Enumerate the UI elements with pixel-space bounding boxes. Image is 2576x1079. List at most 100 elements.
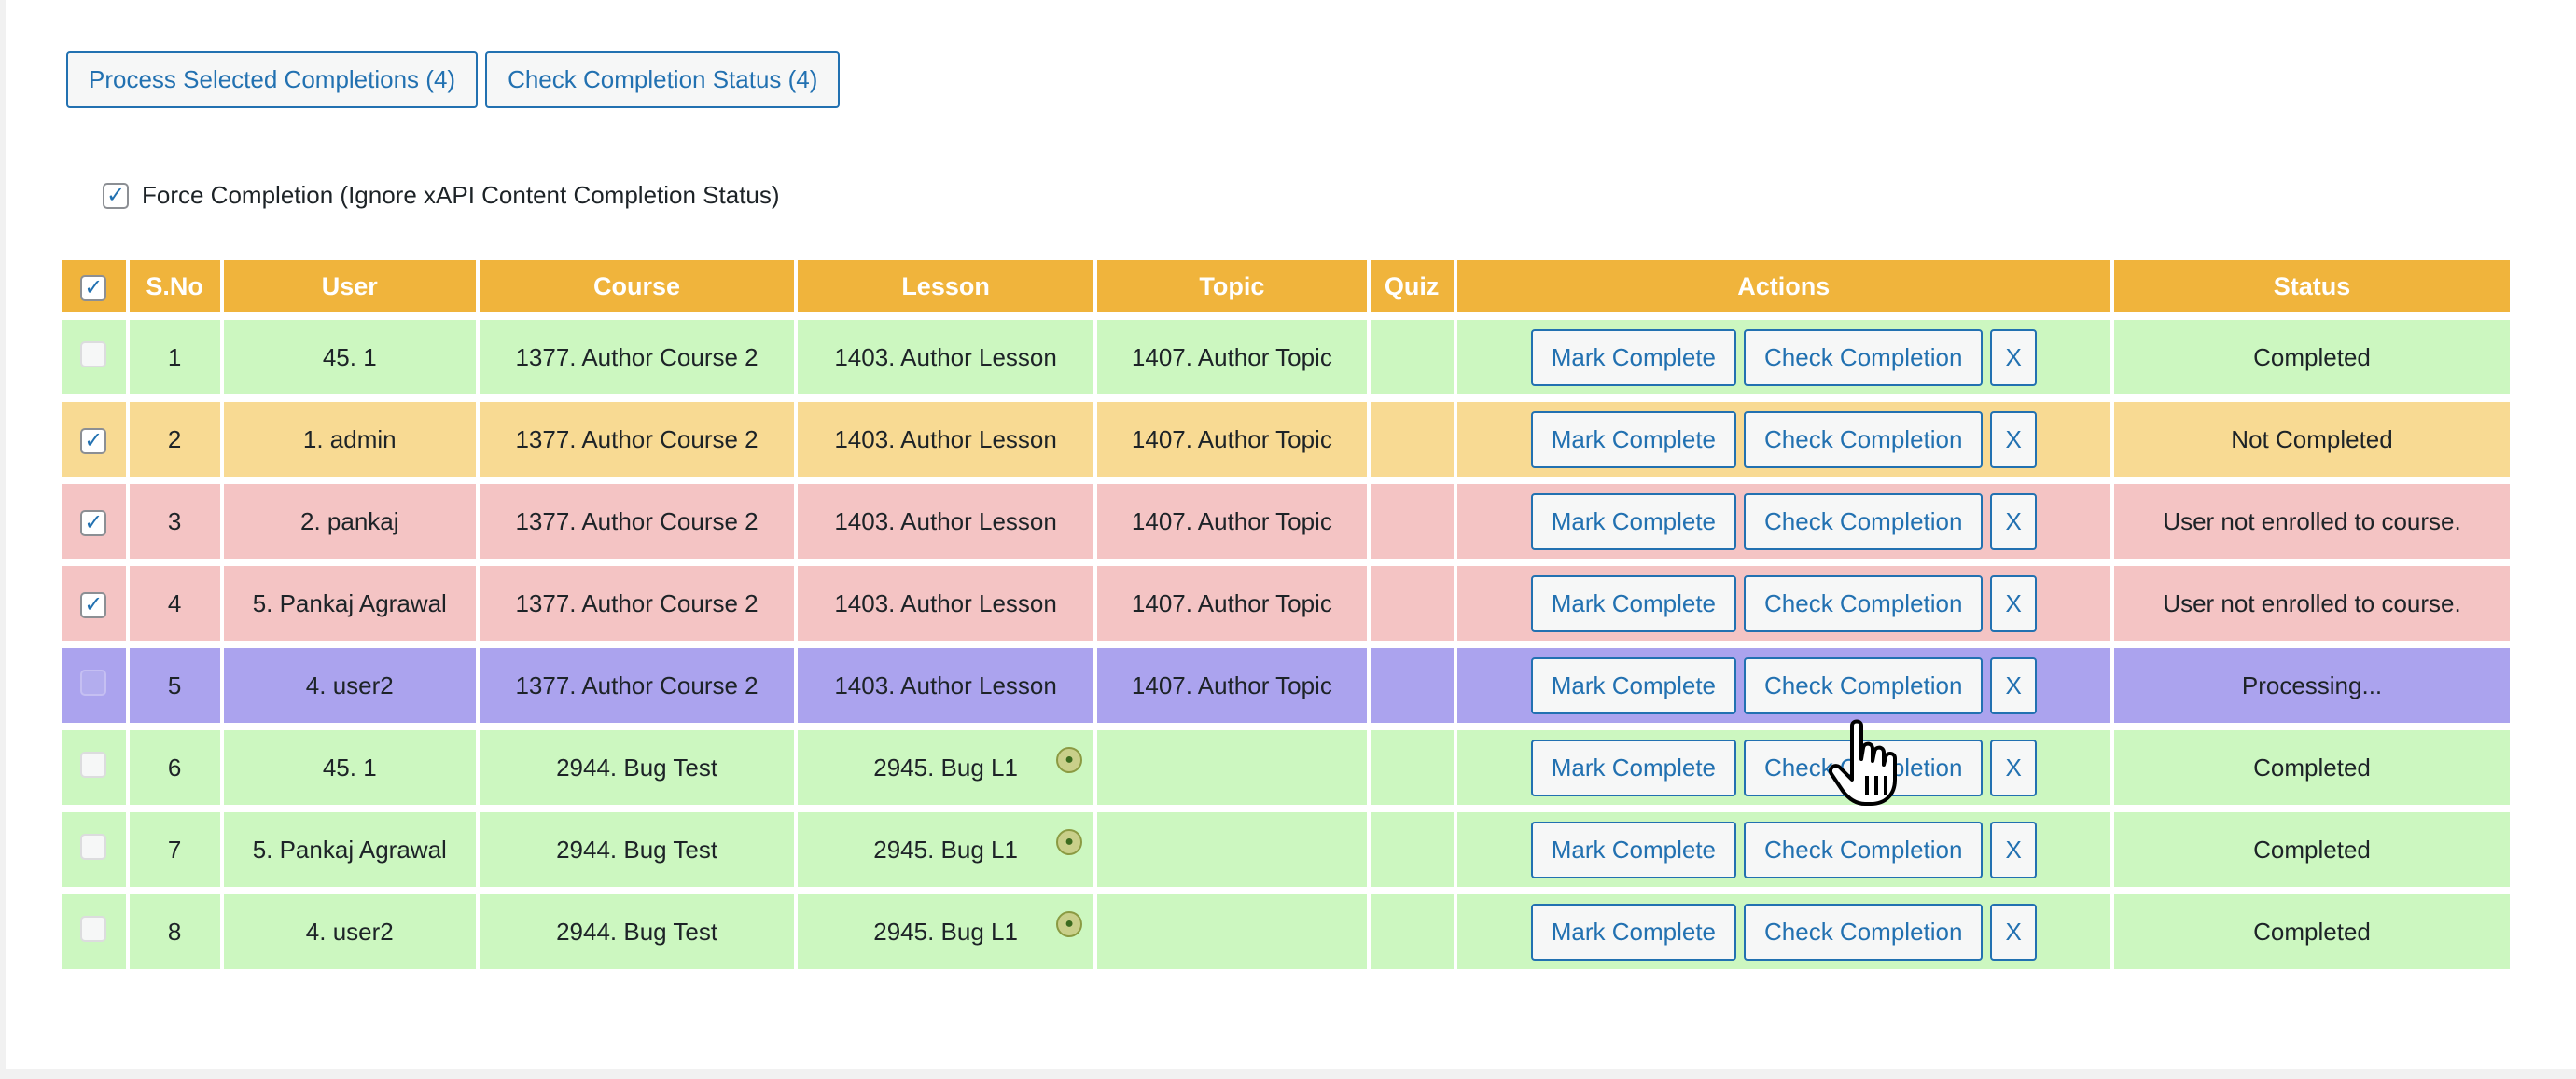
process-selected-button[interactable]: Process Selected Completions (4) <box>66 51 479 108</box>
row-checkbox[interactable] <box>80 591 107 618</box>
select-all-checkbox[interactable] <box>80 274 107 301</box>
topic-cell: 1407. Author Topic <box>1097 648 1367 723</box>
row-checkbox[interactable] <box>80 340 107 367</box>
header-status: Status <box>2114 260 2510 312</box>
remove-row-button[interactable]: X <box>1990 492 2037 550</box>
lesson-text: 1403. Author Lesson <box>834 588 1057 617</box>
remove-row-button[interactable]: X <box>1990 574 2037 632</box>
remove-row-button[interactable]: X <box>1990 410 2037 468</box>
status-cell: Completed <box>2114 812 2510 887</box>
remove-row-button[interactable]: X <box>1990 821 2037 878</box>
bulk-actions: Process Selected Completions (4) Check C… <box>66 51 841 108</box>
force-completion-checkbox[interactable] <box>103 182 129 209</box>
row-select-cell[interactable] <box>62 894 126 969</box>
lesson-cell: 1403. Author Lesson <box>798 484 1094 559</box>
xapi-content-icon: ● <box>1056 829 1083 855</box>
force-completion-label: Force Completion (Ignore xAPI Content Co… <box>142 181 780 209</box>
mark-complete-button[interactable]: Mark Complete <box>1530 821 1737 878</box>
select-all-header[interactable] <box>62 260 126 312</box>
mark-complete-button[interactable]: Mark Complete <box>1530 328 1737 386</box>
status-cell: User not enrolled to course. <box>2114 566 2510 641</box>
remove-row-button[interactable]: X <box>1990 328 2037 386</box>
sno-cell: 1 <box>129 320 220 394</box>
topic-cell: 1407. Author Topic <box>1097 566 1367 641</box>
remove-row-button[interactable]: X <box>1990 657 2037 714</box>
check-completion-button[interactable]: Check Completion <box>1744 903 1984 961</box>
quiz-cell <box>1370 402 1454 477</box>
lesson-cell: 2945. Bug L1● <box>798 730 1094 805</box>
row-select-cell[interactable] <box>62 730 126 805</box>
check-completion-button[interactable]: Check Completion <box>1744 328 1984 386</box>
row-checkbox[interactable] <box>80 509 107 536</box>
quiz-cell <box>1370 812 1454 887</box>
topic-cell: 1407. Author Topic <box>1097 402 1367 477</box>
table-header-row: S.No User Course Lesson Topic Quiz Actio… <box>62 260 2510 312</box>
lesson-text: 2945. Bug L1 <box>873 917 1018 946</box>
quiz-cell <box>1370 484 1454 559</box>
check-completion-button[interactable]: Check Completion <box>1744 410 1984 468</box>
row-checkbox[interactable] <box>80 669 107 696</box>
mark-complete-button[interactable]: Mark Complete <box>1530 739 1737 796</box>
sno-cell: 6 <box>129 730 220 805</box>
course-cell: 1377. Author Course 2 <box>480 320 795 394</box>
sno-cell: 8 <box>129 894 220 969</box>
topic-cell <box>1097 730 1367 805</box>
row-select-cell[interactable] <box>62 402 126 477</box>
course-cell: 1377. Author Course 2 <box>480 566 795 641</box>
user-cell: 1. admin <box>223 402 477 477</box>
lesson-text: 2945. Bug L1 <box>873 835 1018 864</box>
row-select-cell[interactable] <box>62 484 126 559</box>
status-cell: Not Completed <box>2114 402 2510 477</box>
row-select-cell[interactable] <box>62 812 126 887</box>
status-cell: Completed <box>2114 730 2510 805</box>
force-completion-option[interactable]: Force Completion (Ignore xAPI Content Co… <box>103 181 780 210</box>
lesson-cell: 2945. Bug L1 ● <box>798 894 1094 969</box>
sno-cell: 4 <box>129 566 220 641</box>
header-sno: S.No <box>129 260 220 312</box>
row-checkbox[interactable] <box>80 833 107 860</box>
check-completion-button[interactable]: Check Completion <box>1744 657 1984 714</box>
row-select-cell[interactable] <box>62 566 126 641</box>
remove-row-button[interactable]: X <box>1990 903 2037 961</box>
mark-complete-button[interactable]: Mark Complete <box>1530 657 1737 714</box>
status-cell: Processing... <box>2114 648 2510 723</box>
user-cell: 5. Pankaj Agrawal <box>223 812 477 887</box>
xapi-content-icon: ● <box>1056 911 1083 937</box>
lesson-text: 1403. Author Lesson <box>834 424 1057 453</box>
row-select-cell[interactable] <box>62 648 126 723</box>
check-completion-button[interactable]: Check Completion <box>1744 821 1984 878</box>
header-lesson: Lesson <box>798 260 1094 312</box>
check-status-button[interactable]: Check Completion Status (4) <box>485 51 841 108</box>
check-completion-button[interactable]: Check Completion <box>1744 492 1984 550</box>
quiz-cell <box>1370 320 1454 394</box>
row-checkbox[interactable] <box>80 427 107 454</box>
row-select-cell[interactable] <box>62 320 126 394</box>
course-cell: 2944. Bug Test <box>480 894 795 969</box>
lesson-text: 1403. Author Lesson <box>834 671 1057 699</box>
lesson-cell: 1403. Author Lesson <box>798 320 1094 394</box>
user-cell: 45. 1 <box>223 320 477 394</box>
completions-table: S.No User Course Lesson Topic Quiz Actio… <box>58 253 2513 976</box>
row-checkbox[interactable] <box>80 751 107 778</box>
row-checkbox[interactable] <box>80 915 107 942</box>
mark-complete-button[interactable]: Mark Complete <box>1530 492 1737 550</box>
mark-complete-button[interactable]: Mark Complete <box>1530 574 1737 632</box>
remove-row-button[interactable]: X <box>1990 739 2037 796</box>
course-cell: 2944. Bug Test <box>480 730 795 805</box>
user-cell: 4. user2 <box>223 648 477 723</box>
mark-complete-button[interactable]: Mark Complete <box>1530 903 1737 961</box>
quiz-cell <box>1370 648 1454 723</box>
check-completion-button[interactable]: Check Completion <box>1744 574 1984 632</box>
mark-complete-button[interactable]: Mark Complete <box>1530 410 1737 468</box>
check-completion-button[interactable]: Check Completion <box>1744 739 1984 796</box>
